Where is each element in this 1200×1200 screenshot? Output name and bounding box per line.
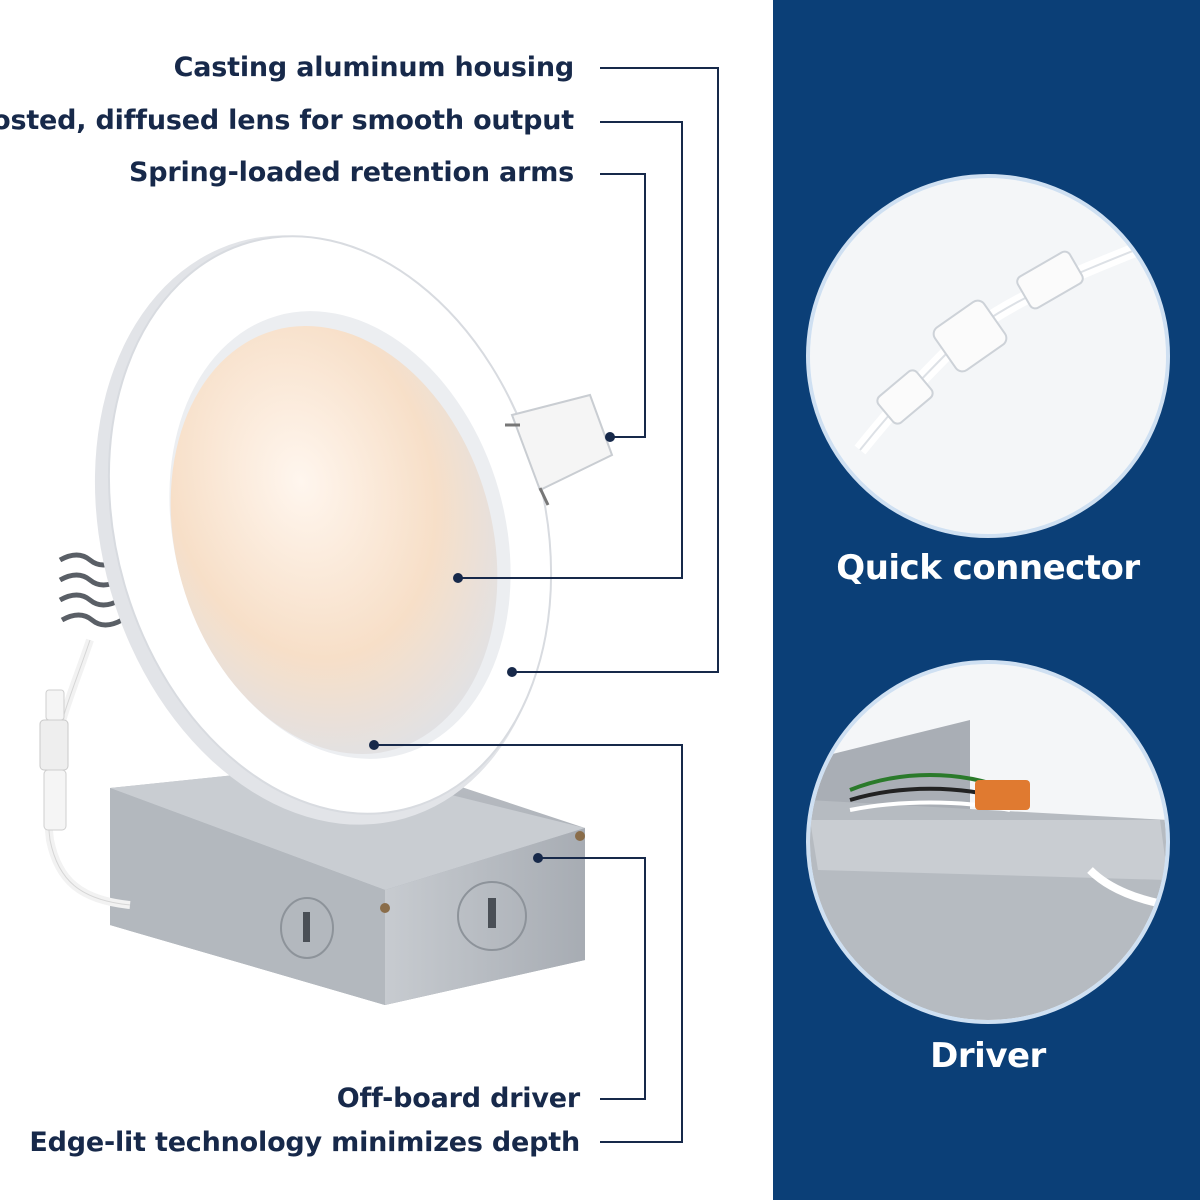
arms-leader-line: [600, 173, 646, 438]
recessed-light: [94, 235, 614, 825]
callout-lens: Frosted, diffused lens for smooth output: [0, 105, 574, 136]
lens-dot: [453, 573, 463, 583]
lens-leader-line: [458, 121, 683, 579]
edge-dot: [369, 740, 379, 750]
driver-dot: [533, 853, 543, 863]
callout-housing: Casting aluminum housing: [173, 52, 575, 83]
callout-driver: Off-board driver: [336, 1083, 580, 1114]
driver-label: Driver: [930, 1036, 1046, 1076]
callout-lines: [374, 67, 719, 1143]
driver-leader-line: [538, 857, 646, 1100]
housing-leader-line: [512, 67, 719, 673]
junction-box: [110, 760, 585, 1005]
arms-dot: [605, 432, 615, 442]
quick-connector-inset: [806, 174, 1170, 538]
callout-dots: [369, 432, 615, 863]
callout-edge: Edge-lit technology minimizes depth: [29, 1127, 580, 1158]
housing-dot: [507, 667, 517, 677]
quick-connector-label: Quick connector: [836, 548, 1140, 588]
cable: [39, 638, 131, 909]
driver-inset: [806, 660, 1170, 1024]
edge-leader-line: [374, 744, 683, 1143]
callout-arms: Spring-loaded retention arms: [128, 157, 574, 188]
